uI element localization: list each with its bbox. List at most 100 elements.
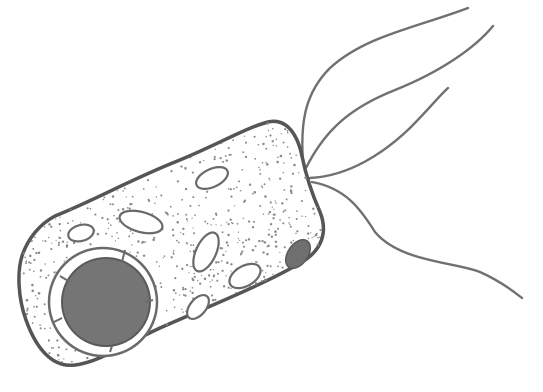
stipple-dot	[20, 271, 22, 273]
stipple-dot	[204, 221, 206, 223]
stipple-dot	[218, 261, 220, 263]
stipple-dot	[187, 220, 188, 221]
stipple-dot	[182, 288, 184, 290]
stipple-dot	[28, 261, 30, 263]
stipple-dot	[293, 240, 295, 242]
stipple-dot	[241, 169, 243, 171]
stipple-dot	[180, 165, 182, 167]
stipple-dot	[110, 224, 112, 226]
stipple-dot	[60, 217, 61, 218]
stipple-dot	[305, 190, 306, 191]
stipple-dot	[287, 130, 289, 132]
stipple-dot	[45, 263, 47, 265]
stipple-dot	[221, 225, 222, 226]
stipple-dot	[269, 211, 271, 213]
stipple-dot	[182, 311, 183, 312]
stipple-dot	[147, 179, 149, 181]
stipple-dot	[31, 290, 34, 293]
stipple-dot	[265, 162, 266, 163]
stipple-dot	[176, 221, 179, 224]
stipple-dot	[268, 178, 270, 180]
stipple-dot	[301, 215, 302, 216]
stipple-dot	[58, 359, 59, 360]
stipple-dot	[60, 230, 62, 232]
stipple-dot	[53, 272, 55, 274]
stipple-dot	[136, 255, 138, 257]
stipple-dot	[40, 327, 42, 329]
stipple-dot	[86, 357, 88, 359]
stipple-dot	[160, 282, 162, 284]
stipple-dot	[270, 223, 272, 225]
stipple-dot	[319, 229, 321, 231]
stipple-dot	[282, 222, 284, 224]
stipple-dot	[175, 292, 177, 294]
stipple-dot	[230, 263, 232, 265]
stipple-dot	[26, 299, 29, 302]
stipple-dot	[194, 276, 195, 277]
stipple-dot	[254, 136, 256, 138]
stipple-dot	[44, 226, 45, 227]
stipple-dot	[286, 198, 288, 200]
stipple-dot	[129, 208, 131, 210]
stipple-dot	[137, 251, 139, 253]
stipple-dot	[44, 313, 46, 315]
stipple-dot	[283, 142, 285, 144]
stipple-dot	[57, 354, 60, 357]
stipple-dot	[183, 294, 185, 296]
stipple-dot	[39, 276, 41, 278]
stipple-dot	[230, 196, 232, 198]
stipple-dot	[59, 237, 61, 239]
stipple-dot	[240, 190, 242, 192]
stipple-dot	[113, 215, 114, 216]
stipple-dot	[62, 241, 64, 243]
stipple-dot	[292, 173, 294, 175]
stipple-dot	[317, 207, 318, 208]
stipple-dot	[290, 192, 292, 194]
stipple-dot	[153, 237, 155, 239]
stipple-dot	[94, 214, 96, 216]
stipple-dot	[192, 196, 194, 198]
stipple-dot	[317, 237, 319, 239]
stipple-dot	[184, 167, 187, 170]
stipple-dot	[118, 237, 120, 239]
stipple-dot	[283, 211, 285, 213]
stipple-dot	[182, 287, 184, 289]
stipple-dot	[27, 307, 29, 309]
stipple-dot	[266, 265, 268, 267]
stipple-dot	[25, 262, 27, 264]
stipple-dot	[173, 299, 175, 301]
stipple-dot	[310, 232, 311, 233]
stipple-dot	[230, 219, 232, 221]
stipple-dot	[128, 235, 130, 237]
stipple-dot	[177, 213, 179, 215]
stipple-dot	[107, 218, 109, 220]
stipple-dot	[182, 228, 184, 230]
stipple-dot	[265, 148, 267, 150]
stipple-dot	[272, 274, 273, 275]
stipple-dot	[283, 172, 284, 173]
stipple-dot	[70, 209, 72, 211]
stipple-dot	[284, 128, 286, 130]
stipple-dot	[281, 202, 283, 204]
stipple-dot	[48, 223, 51, 226]
stipple-dot	[143, 188, 145, 190]
stipple-dot	[127, 207, 129, 209]
stipple-dot	[287, 132, 289, 134]
stipple-dot	[170, 170, 172, 172]
stipple-dot	[283, 162, 285, 164]
stipple-dot	[258, 144, 260, 146]
stipple-dot	[44, 303, 46, 305]
stipple-dot	[156, 196, 157, 197]
stipple-dot	[298, 172, 299, 173]
stipple-dot	[145, 241, 146, 242]
stipple-dot	[64, 260, 65, 261]
stipple-dot	[25, 260, 27, 262]
nucleus	[49, 248, 157, 356]
stipple-dot	[264, 279, 267, 282]
stipple-dot	[284, 189, 286, 191]
stipple-dot	[270, 265, 272, 267]
stipple-dot	[314, 213, 316, 215]
stipple-dot	[245, 156, 247, 158]
stipple-dot	[226, 221, 227, 222]
stipple-dot	[132, 196, 134, 198]
